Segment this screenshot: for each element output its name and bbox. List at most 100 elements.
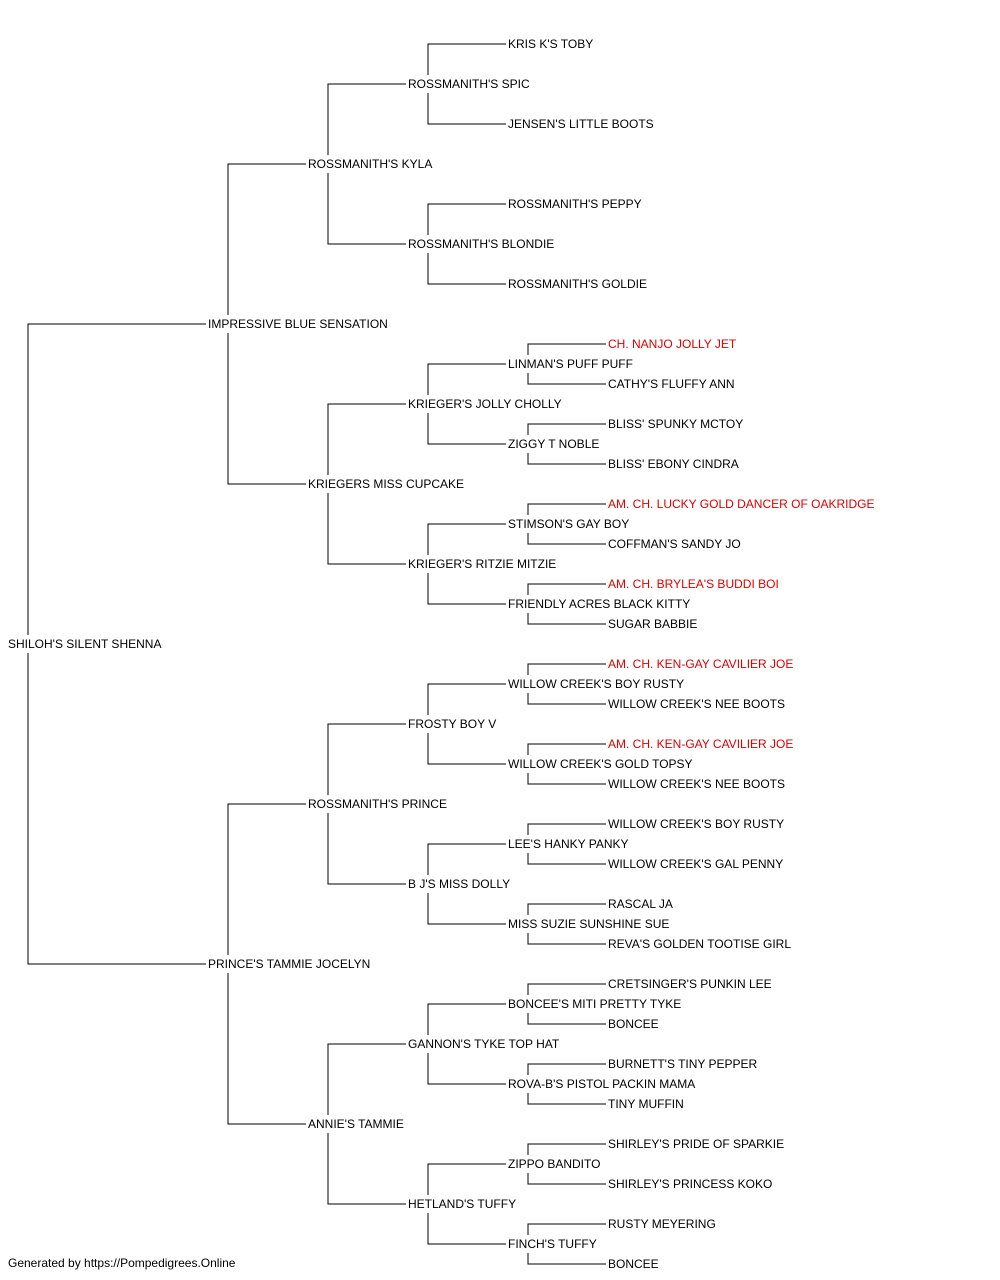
pedigree-names: SHILOH'S SILENT SHENNA IMPRESSIVE BLUE SE… — [8, 37, 875, 1271]
connector-line-gen4-to-gen5 — [527, 1173, 606, 1185]
connector-line-gen4-to-gen5 — [527, 343, 606, 355]
dog-name-gen4-friendly-acres-black-kitty: FRIENDLY ACRES BLACK KITTY — [508, 597, 690, 611]
dog-name-gen5-rusty-meyering: RUSTY MEYERING — [608, 1217, 716, 1231]
dog-name-gen5-boncee: BONCEE — [608, 1257, 659, 1271]
dog-name-gen4-jensen-s-little-boots: JENSEN'S LITTLE BOOTS — [508, 117, 654, 131]
dog-name-gen5-cretsinger-s-punkin-lee: CRETSINGER'S PUNKIN LEE — [608, 977, 772, 991]
dog-name-gen1-impressive-blue-sensation: IMPRESSIVE BLUE SENSATION — [208, 317, 388, 331]
dog-name-gen4-lee-s-hanky-panky: LEE'S HANKY PANKY — [508, 837, 629, 851]
connector-line-gen4-to-gen5 — [527, 903, 606, 915]
dog-name-gen4-rossmanith-s-goldie: ROSSMANITH'S GOLDIE — [508, 277, 647, 291]
connector-line-gen1-to-gen2 — [227, 803, 306, 955]
connector-line-gen2-to-gen3 — [327, 1133, 406, 1205]
connector-line-gen2-to-gen3 — [327, 813, 406, 885]
connector-line-gen3-to-gen4 — [427, 1053, 506, 1085]
pedigree-connector-lines — [27, 43, 606, 1265]
dog-name-gen5-ch-nanjo-jolly-jet: CH. NANJO JOLLY JET — [608, 337, 737, 351]
connector-line-gen4-to-gen5 — [527, 583, 606, 595]
dog-name-gen4-kris-k-s-toby: KRIS K'S TOBY — [508, 37, 593, 51]
connector-line-gen3-to-gen4 — [427, 253, 506, 285]
dog-name-gen4-finch-s-tuffy: FINCH'S TUFFY — [508, 1237, 597, 1251]
dog-name-gen5-am-ch-ken-gay-cavilier-joe: AM. CH. KEN-GAY CAVILIER JOE — [608, 737, 793, 751]
dog-name-gen5-willow-creek-s-boy-rusty: WILLOW CREEK'S BOY RUSTY — [608, 817, 784, 831]
connector-line-gen4-to-gen5 — [527, 1143, 606, 1155]
connector-line-gen4-to-gen5 — [527, 823, 606, 835]
dog-name-gen5-boncee: BONCEE — [608, 1017, 659, 1031]
dog-name-gen3-hetland-s-tuffy: HETLAND'S TUFFY — [408, 1197, 516, 1211]
dog-name-gen5-shirley-s-pride-of-sparkie: SHIRLEY'S PRIDE OF SPARKIE — [608, 1137, 784, 1151]
dog-name-gen0-shiloh-s-silent-shenna: SHILOH'S SILENT SHENNA — [8, 637, 161, 651]
connector-line-gen3-to-gen4 — [427, 733, 506, 765]
dog-name-gen4-rossmanith-s-peppy: ROSSMANITH'S PEPPY — [508, 197, 642, 211]
dog-name-gen5-cathy-s-fluffy-ann: CATHY'S FLUFFY ANN — [608, 377, 735, 391]
generated-by-footer: Generated by https://Pompedigrees.Online — [8, 1256, 236, 1270]
connector-line-gen4-to-gen5 — [527, 503, 606, 515]
dog-name-gen4-miss-suzie-sunshine-sue: MISS SUZIE SUNSHINE SUE — [508, 917, 669, 931]
connector-line-gen1-to-gen2 — [227, 973, 306, 1125]
connector-line-gen4-to-gen5 — [527, 613, 606, 625]
dog-name-gen5-willow-creek-s-nee-boots: WILLOW CREEK'S NEE BOOTS — [608, 777, 785, 791]
connector-line-gen3-to-gen4 — [427, 573, 506, 605]
dog-name-gen2-rossmanith-s-kyla: ROSSMANITH'S KYLA — [308, 157, 432, 171]
connector-line-gen4-to-gen5 — [527, 983, 606, 995]
dog-name-gen3-gannon-s-tyke-top-hat: GANNON'S TYKE TOP HAT — [408, 1037, 560, 1051]
connector-line-gen3-to-gen4 — [427, 1213, 506, 1245]
connector-line-gen1-to-gen2 — [227, 163, 306, 315]
dog-name-gen4-linman-s-puff-puff: LINMAN'S PUFF PUFF — [508, 357, 633, 371]
dog-name-gen5-shirley-s-princess-koko: SHIRLEY'S PRINCESS KOKO — [608, 1177, 772, 1191]
dog-name-gen5-bliss-ebony-cindra: BLISS' EBONY CINDRA — [608, 457, 739, 471]
dog-name-gen3-rossmanith-s-spic: ROSSMANITH'S SPIC — [408, 77, 530, 91]
connector-line-gen3-to-gen4 — [427, 523, 506, 555]
dog-name-gen4-willow-creek-s-boy-rusty: WILLOW CREEK'S BOY RUSTY — [508, 677, 684, 691]
dog-name-gen5-am-ch-ken-gay-cavilier-joe: AM. CH. KEN-GAY CAVILIER JOE — [608, 657, 793, 671]
connector-line-gen2-to-gen3 — [327, 173, 406, 245]
dog-name-gen2-kriegers-miss-cupcake: KRIEGERS MISS CUPCAKE — [308, 477, 464, 491]
connector-line-gen2-to-gen3 — [327, 723, 406, 795]
connector-line-gen3-to-gen4 — [427, 363, 506, 395]
dog-name-gen2-rossmanith-s-prince: ROSSMANITH'S PRINCE — [308, 797, 447, 811]
connector-line-gen0-to-gen1 — [27, 323, 206, 635]
connector-line-gen0-to-gen1 — [27, 653, 206, 965]
connector-line-gen3-to-gen4 — [427, 893, 506, 925]
connector-line-gen2-to-gen3 — [327, 83, 406, 155]
connector-line-gen4-to-gen5 — [527, 1223, 606, 1235]
dog-name-gen4-zippo-bandito: ZIPPO BANDITO — [508, 1157, 600, 1171]
connector-line-gen4-to-gen5 — [527, 693, 606, 705]
connector-line-gen2-to-gen3 — [327, 1043, 406, 1115]
dog-name-gen5-am-ch-lucky-gold-dancer-of-oakridge: AM. CH. LUCKY GOLD DANCER OF OAKRIDGE — [608, 497, 875, 511]
connector-line-gen3-to-gen4 — [427, 843, 506, 875]
connector-line-gen3-to-gen4 — [427, 93, 506, 125]
connector-line-gen4-to-gen5 — [527, 453, 606, 465]
connector-line-gen4-to-gen5 — [527, 1013, 606, 1025]
dog-name-gen5-burnett-s-tiny-pepper: BURNETT'S TINY PEPPER — [608, 1057, 758, 1071]
connector-line-gen3-to-gen4 — [427, 43, 506, 75]
connector-line-gen3-to-gen4 — [427, 413, 506, 445]
connector-line-gen2-to-gen3 — [327, 493, 406, 565]
dog-name-gen5-coffman-s-sandy-jo: COFFMAN'S SANDY JO — [608, 537, 741, 551]
connector-line-gen3-to-gen4 — [427, 203, 506, 235]
dog-name-gen5-reva-s-golden-tootise-girl: REVA'S GOLDEN TOOTISE GIRL — [608, 937, 791, 951]
connector-line-gen4-to-gen5 — [527, 1063, 606, 1075]
dog-name-gen4-stimson-s-gay-boy: STIMSON'S GAY BOY — [508, 517, 629, 531]
connector-line-gen4-to-gen5 — [527, 853, 606, 865]
connector-line-gen4-to-gen5 — [527, 1253, 606, 1265]
connector-line-gen3-to-gen4 — [427, 1003, 506, 1035]
dog-name-gen5-willow-creek-s-nee-boots: WILLOW CREEK'S NEE BOOTS — [608, 697, 785, 711]
dog-name-gen5-am-ch-brylea-s-buddi-boi: AM. CH. BRYLEA'S BUDDI BOI — [608, 577, 779, 591]
dog-name-gen3-frosty-boy-v: FROSTY BOY V — [408, 717, 496, 731]
connector-line-gen2-to-gen3 — [327, 403, 406, 475]
connector-line-gen3-to-gen4 — [427, 1163, 506, 1195]
connector-line-gen4-to-gen5 — [527, 373, 606, 385]
dog-name-gen5-willow-creek-s-gal-penny: WILLOW CREEK'S GAL PENNY — [608, 857, 783, 871]
connector-line-gen4-to-gen5 — [527, 423, 606, 435]
connector-line-gen4-to-gen5 — [527, 663, 606, 675]
dog-name-gen4-ziggy-t-noble: ZIGGY T NOBLE — [508, 437, 599, 451]
connector-line-gen4-to-gen5 — [527, 533, 606, 545]
connector-line-gen4-to-gen5 — [527, 743, 606, 755]
dog-name-gen3-b-j-s-miss-dolly: B J'S MISS DOLLY — [408, 877, 510, 891]
dog-name-gen4-rova-b-s-pistol-packin-mama: ROVA-B'S PISTOL PACKIN MAMA — [508, 1077, 695, 1091]
connector-line-gen4-to-gen5 — [527, 933, 606, 945]
dog-name-gen4-willow-creek-s-gold-topsy: WILLOW CREEK'S GOLD TOPSY — [508, 757, 693, 771]
dog-name-gen1-prince-s-tammie-jocelyn: PRINCE'S TAMMIE JOCELYN — [208, 957, 370, 971]
